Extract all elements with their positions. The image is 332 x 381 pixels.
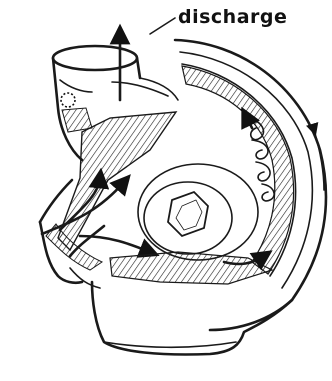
discharge-label: discharge — [178, 6, 287, 28]
lower-casing-section — [110, 252, 272, 284]
impeller-vanes — [182, 66, 294, 274]
internal-partition — [58, 112, 176, 250]
hub-shaft — [138, 164, 258, 260]
